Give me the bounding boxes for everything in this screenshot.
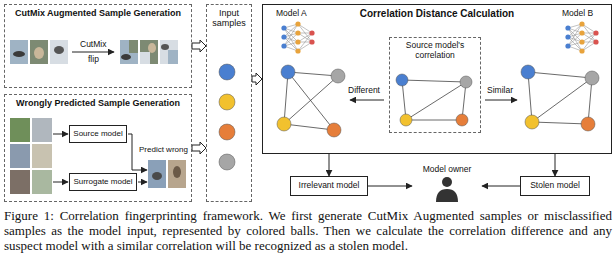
graph-node <box>327 123 341 137</box>
image-object <box>13 51 25 57</box>
sample-images <box>10 40 178 64</box>
flow-arrow <box>329 154 330 176</box>
correlation-box: Source model's correlation <box>389 37 481 133</box>
block-arrow <box>192 40 206 52</box>
sample-image <box>30 40 48 64</box>
sample-ball <box>219 124 235 140</box>
person-head <box>442 177 452 187</box>
correlation-links <box>284 72 338 130</box>
mixed-patch <box>168 50 178 64</box>
predicted-image <box>168 160 186 188</box>
image-object <box>54 46 64 54</box>
grid-image <box>10 144 30 168</box>
predicted-image <box>148 160 166 188</box>
correlation-links <box>402 80 466 120</box>
arrow-label: Different <box>348 86 380 95</box>
graph-node <box>331 69 345 83</box>
mixed-patch <box>140 52 150 64</box>
mixed-image <box>160 40 178 64</box>
graph-node <box>456 114 468 126</box>
correlation-links <box>528 72 592 124</box>
flow-arrow <box>53 134 68 135</box>
box-label: Surrogate model <box>73 177 132 186</box>
mixed-patch <box>129 40 138 53</box>
flow-arrow <box>138 182 147 183</box>
model-label: Model B <box>562 9 593 18</box>
person-body <box>436 189 458 202</box>
owner-figure: Model owner <box>412 164 482 208</box>
network-icon <box>281 21 314 53</box>
graph-node <box>400 114 412 126</box>
graph-node <box>585 71 599 85</box>
arrow-label: Predict wrong <box>139 146 188 155</box>
input-panel: Input samples <box>206 4 252 202</box>
image-object <box>173 166 181 178</box>
cutmix-arrow <box>72 52 114 53</box>
image-object <box>152 172 162 180</box>
sample-image <box>50 40 68 64</box>
grid-image <box>10 118 30 142</box>
mixed-image <box>120 40 138 64</box>
graph-node <box>277 117 291 131</box>
image-object <box>161 44 169 50</box>
panel-title: Wrongly Predicted Sample Generation <box>16 98 180 108</box>
network-icon <box>565 21 598 53</box>
result-box: Stolen model <box>520 176 590 196</box>
graph-node <box>581 117 595 131</box>
image-object <box>34 47 44 59</box>
flow-arrow <box>482 186 520 187</box>
box-label: Stolen model <box>530 181 580 191</box>
image-object <box>121 54 131 60</box>
graph-node <box>525 115 539 129</box>
model-box: Source model <box>69 125 127 143</box>
sample-image <box>10 40 28 64</box>
sample-ball <box>219 94 235 110</box>
mixed-image <box>140 40 158 64</box>
graph-node <box>521 65 535 79</box>
block-arrow <box>192 142 206 154</box>
panel-title: Correlation Distance Calculation <box>360 8 514 20</box>
compare-arrow <box>350 100 384 101</box>
sample-ball <box>219 154 235 170</box>
block-arrow <box>252 73 262 85</box>
graph-node <box>396 74 408 86</box>
box-label: Source model's correlation <box>393 41 477 61</box>
box-label: Irrelevant model <box>299 181 360 191</box>
figure-label: Model owner <box>423 165 472 175</box>
result-box: Irrelevant model <box>290 176 368 196</box>
image-grid <box>10 118 52 194</box>
panel-title: Input samples <box>210 8 248 29</box>
calculation-panel: Correlation Distance CalculationSource m… <box>262 4 612 154</box>
figure-caption: Figure 1: Correlation fingerprinting fra… <box>4 208 612 253</box>
flow-arrow <box>53 182 68 183</box>
grid-image <box>32 144 52 168</box>
grid-image <box>10 170 30 194</box>
image-object <box>148 43 156 53</box>
flow-arrow <box>555 154 556 176</box>
box-label: Source model <box>73 129 122 138</box>
model-label: Model A <box>276 9 307 18</box>
graph-node <box>281 65 295 79</box>
arrow-label: flip <box>88 55 99 64</box>
grid-image <box>32 118 52 142</box>
arrow-label: Similar <box>487 86 513 95</box>
compare-arrow <box>485 100 517 101</box>
arrow-label: CutMix <box>80 40 106 49</box>
panel-title: CutMix Augmented Sample Generation <box>15 8 181 18</box>
grid-image <box>32 170 52 194</box>
flow-arrow <box>368 186 412 187</box>
sample-ball <box>219 64 235 80</box>
graph-node <box>460 76 472 88</box>
model-box: Surrogate model <box>69 173 137 191</box>
